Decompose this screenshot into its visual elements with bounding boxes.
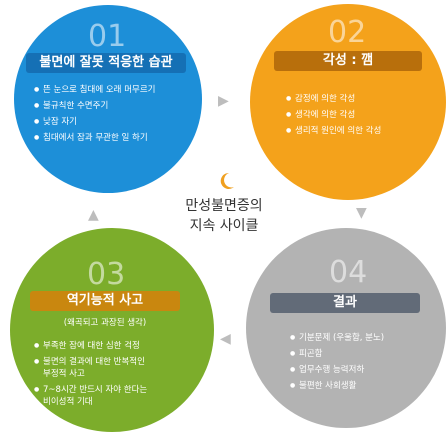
stage-2-heading: 각성 : 깸 [274, 51, 422, 71]
list-item: 감정에 의한 각성 [286, 91, 381, 107]
list-item: 7~8시간 반드시 자야 한다는 비이성적 기대 [34, 384, 147, 408]
list-item: 부족한 잠에 대한 심한 걱정 [34, 340, 147, 352]
list-item: 생각에 의한 각성 [286, 107, 381, 123]
list-item: 불편한 사회생활 [290, 378, 384, 394]
arrow-up-icon: ▲ [88, 207, 99, 223]
center-title-line1: 만성불면증의 [185, 198, 263, 214]
list-item: 기분문제 (우울함, 분노) [290, 330, 384, 346]
stage-2-list: 감정에 의한 각성 생각에 의한 각성 생리적 원인에 의한 각성 [286, 91, 381, 139]
list-item: 업무수행 능력저하 [290, 362, 384, 378]
list-item: 뜬 눈으로 침대에 오래 머무르기 [34, 82, 155, 98]
stage-1-heading: 불면에 잘못 적응한 습관 [26, 53, 186, 73]
arrow-left-icon: ◀ [220, 331, 231, 347]
list-item: 생리적 원인에 의한 각성 [286, 123, 381, 139]
stage-3-subheading: (왜곡되고 과장된 생각) [63, 318, 147, 328]
stage-2-number: 02 [328, 15, 367, 50]
stage-3-heading: 역기능적 사고 [30, 291, 180, 311]
list-item: 불면의 결과에 대한 반복적인 부정적 사고 [34, 356, 147, 380]
list-item: 침대에서 잠과 무관한 일 하기 [34, 130, 155, 146]
stage-4-number: 04 [329, 255, 368, 290]
center-title-line2: 지속 사이클 [189, 218, 259, 234]
crescent-moon-icon [220, 172, 234, 189]
list-item: 피곤함 [290, 346, 384, 362]
arrow-right-icon: ▶ [218, 93, 229, 109]
stage-1-list: 뜬 눈으로 침대에 오래 머무르기 불규칙한 수면주기 낮잠 자기 침대에서 잠… [34, 82, 155, 146]
stage-1-number: 01 [88, 19, 127, 54]
list-item: 불규칙한 수면주기 [34, 98, 155, 114]
list-item: 낮잠 자기 [34, 114, 155, 130]
stage-3-number: 03 [87, 257, 126, 292]
stage-3-list: 부족한 잠에 대한 심한 걱정 불면의 결과에 대한 반복적인 부정적 사고 7… [34, 340, 147, 408]
stage-4-list: 기분문제 (우울함, 분노) 피곤함 업무수행 능력저하 불편한 사회생활 [290, 330, 384, 394]
stage-4-circle [246, 228, 446, 428]
arrow-down-icon: ▼ [356, 205, 367, 221]
center-title: 만성불면증의 지속 사이클 [164, 196, 284, 236]
stage-4-heading: 결과 [270, 293, 420, 313]
